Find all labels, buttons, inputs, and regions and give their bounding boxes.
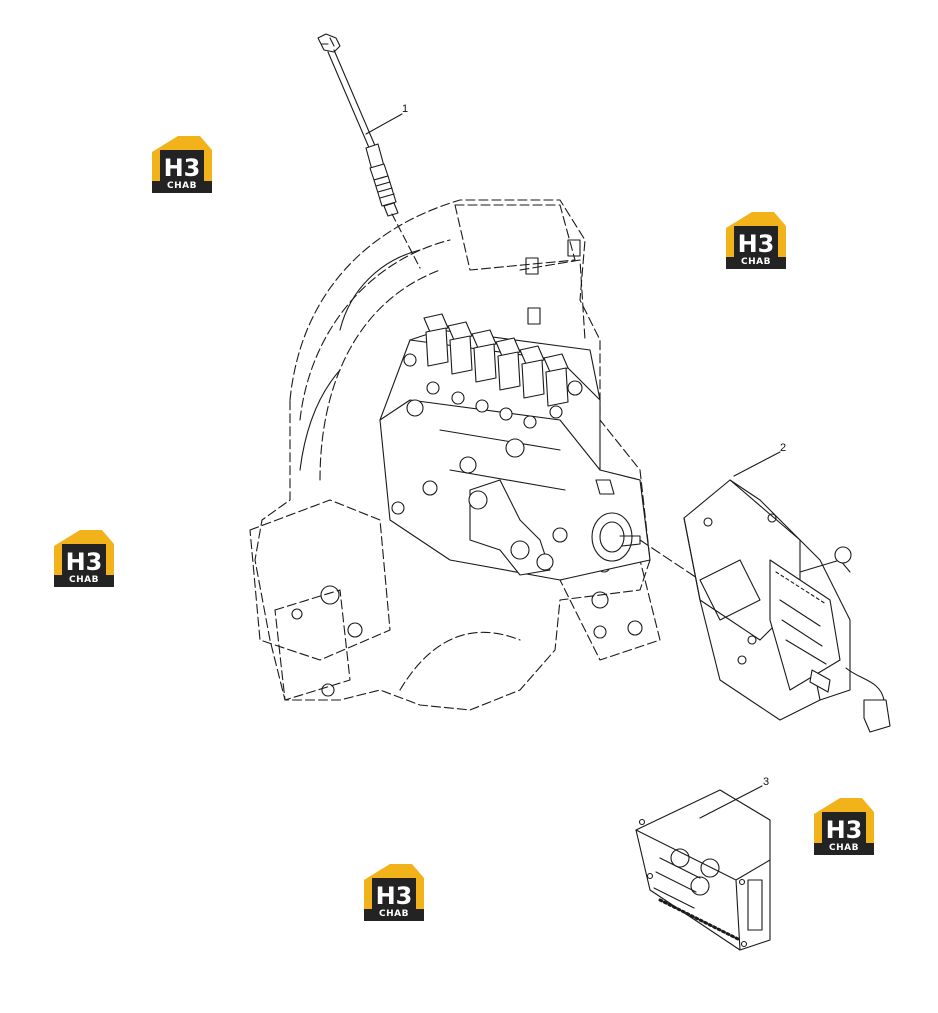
watermark-text: CHAB [829, 843, 859, 853]
svg-text:H3: H3 [738, 230, 775, 258]
watermark-text: CHAB [741, 257, 771, 267]
watermark-logo: H3 CHAB [52, 528, 116, 590]
svg-text:H3: H3 [164, 154, 201, 182]
watermark-logo: H3 CHAB [362, 862, 426, 924]
control-module-part [635, 789, 771, 951]
watermark-logo: H3 CHAB [150, 134, 214, 196]
engine-housing-phantom [249, 199, 661, 711]
watermark-logo: H3 CHAB [724, 210, 788, 272]
watermark-text: CHAB [379, 909, 409, 919]
engine-housing-solid [291, 239, 643, 697]
svg-text:H3: H3 [826, 816, 863, 844]
callout-2-leader [733, 451, 781, 477]
watermark-logo: H3 CHAB [812, 796, 876, 858]
actuator-part [683, 479, 891, 733]
injection-pump [379, 313, 651, 581]
callout-3-leader [699, 785, 763, 819]
callout-2-number: 2 [780, 442, 787, 454]
connection-line [639, 539, 701, 581]
watermark-text: CHAB [69, 575, 99, 585]
sensor-cable-part [317, 33, 421, 269]
callout-3-number: 3 [763, 776, 770, 788]
callout-1-number: 1 [402, 103, 409, 115]
watermark-text: CHAB [167, 181, 197, 191]
callout-1-leader [365, 113, 403, 135]
svg-text:H3: H3 [66, 548, 103, 576]
svg-text:H3: H3 [376, 882, 413, 910]
